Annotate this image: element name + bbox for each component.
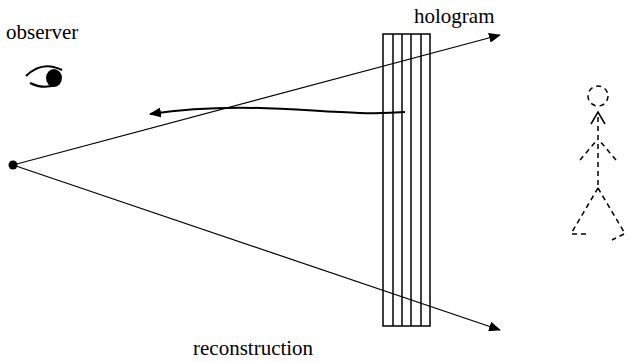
text-label: hologram [414,6,494,27]
text-label: reconstruction [193,338,313,359]
reconstructed-wave-arrow [150,108,405,114]
light-ray [13,165,500,330]
light-ray [13,35,500,165]
eye-symbol [26,66,62,87]
virtual-image-figure [572,86,624,240]
hologram-plate [383,34,430,326]
text-label: observer [6,22,78,43]
